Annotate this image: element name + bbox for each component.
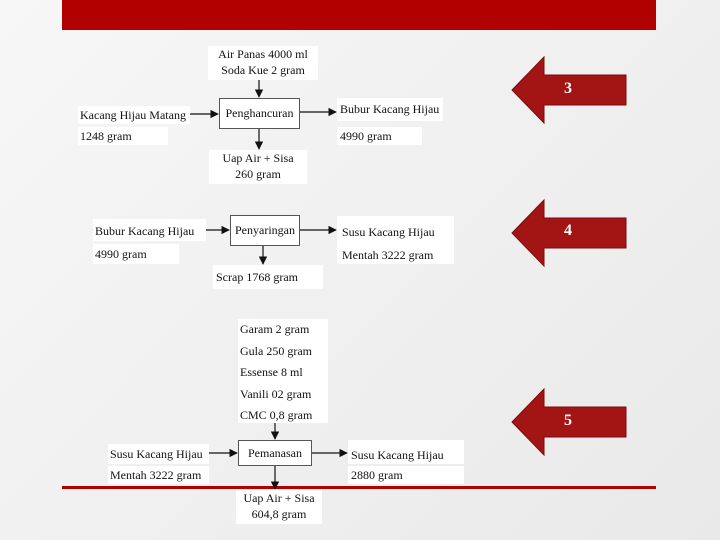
output-right-3-name: Bubur Kacang Hijau: [337, 98, 443, 121]
output-bottom-3-line1: Uap Air + Sisa: [222, 151, 294, 165]
step-number-4: 4: [564, 222, 572, 239]
input-top-5-item1: Garam 2 gram: [240, 322, 310, 336]
output-right-4-amount: Mentah 3222 gram: [337, 244, 454, 264]
step-number-5: 5: [564, 412, 572, 429]
input-top-3: Air Panas 4000 ml Soda Kue 2 gram: [208, 46, 318, 80]
input-top-3-line2: Soda Kue 2 gram: [221, 63, 305, 77]
step-arrow-4-icon: [511, 198, 627, 268]
input-top-5-item2: Gula 250 gram: [240, 343, 312, 358]
input-left-3-name: Kacang Hijau Matang: [78, 106, 190, 124]
process-penghancuran: Penghancuran: [219, 98, 300, 129]
output-right-5-amount: 2880 gram: [348, 466, 464, 484]
output-bottom-4: Scrap 1768 gram: [213, 265, 323, 289]
input-left-5-name: Susu Kacang Hijau: [108, 444, 209, 464]
input-left-5-amount: Mentah 3222 gram: [108, 466, 209, 484]
output-bottom-5-line1: Uap Air + Sisa: [243, 491, 315, 505]
output-right-4-name: Susu Kacang Hijau: [337, 216, 454, 244]
input-left-4-name: Bubur Kacang Hijau: [93, 219, 206, 241]
output-bottom-3: Uap Air + Sisa 260 gram: [209, 150, 307, 184]
input-left-3-amount: 1248 gram: [78, 127, 168, 145]
header-bar: [62, 0, 656, 30]
output-bottom-5: Uap Air + Sisa 604,8 gram: [236, 490, 322, 524]
process-pemanasan: Pemanasan: [238, 440, 312, 466]
output-right-5-name: Susu Kacang Hijau: [348, 440, 464, 464]
footer-line: [62, 486, 656, 489]
output-right-3-amount: 4990 gram: [337, 127, 422, 145]
process-penyaringan: Penyaringan: [230, 215, 300, 246]
output-bottom-3-line2: 260 gram: [235, 167, 281, 181]
input-left-4-amount: 4990 gram: [93, 244, 179, 264]
input-top-3-line1: Air Panas 4000 ml: [218, 47, 308, 61]
input-top-5: Garam 2 gram Gula 250 gram Essense 8 ml …: [238, 319, 328, 423]
output-bottom-5-line2: 604,8 gram: [251, 507, 307, 521]
step-number-3: 3: [564, 80, 572, 97]
input-top-5-item3: Essense 8 ml: [240, 365, 303, 379]
step-arrow-3-icon: [511, 55, 627, 125]
input-top-5-item4: Vanili 02 gram: [240, 386, 312, 401]
input-top-5-item5: CMC 0,8 gram: [240, 408, 313, 422]
step-arrow-5-icon: [511, 387, 627, 457]
